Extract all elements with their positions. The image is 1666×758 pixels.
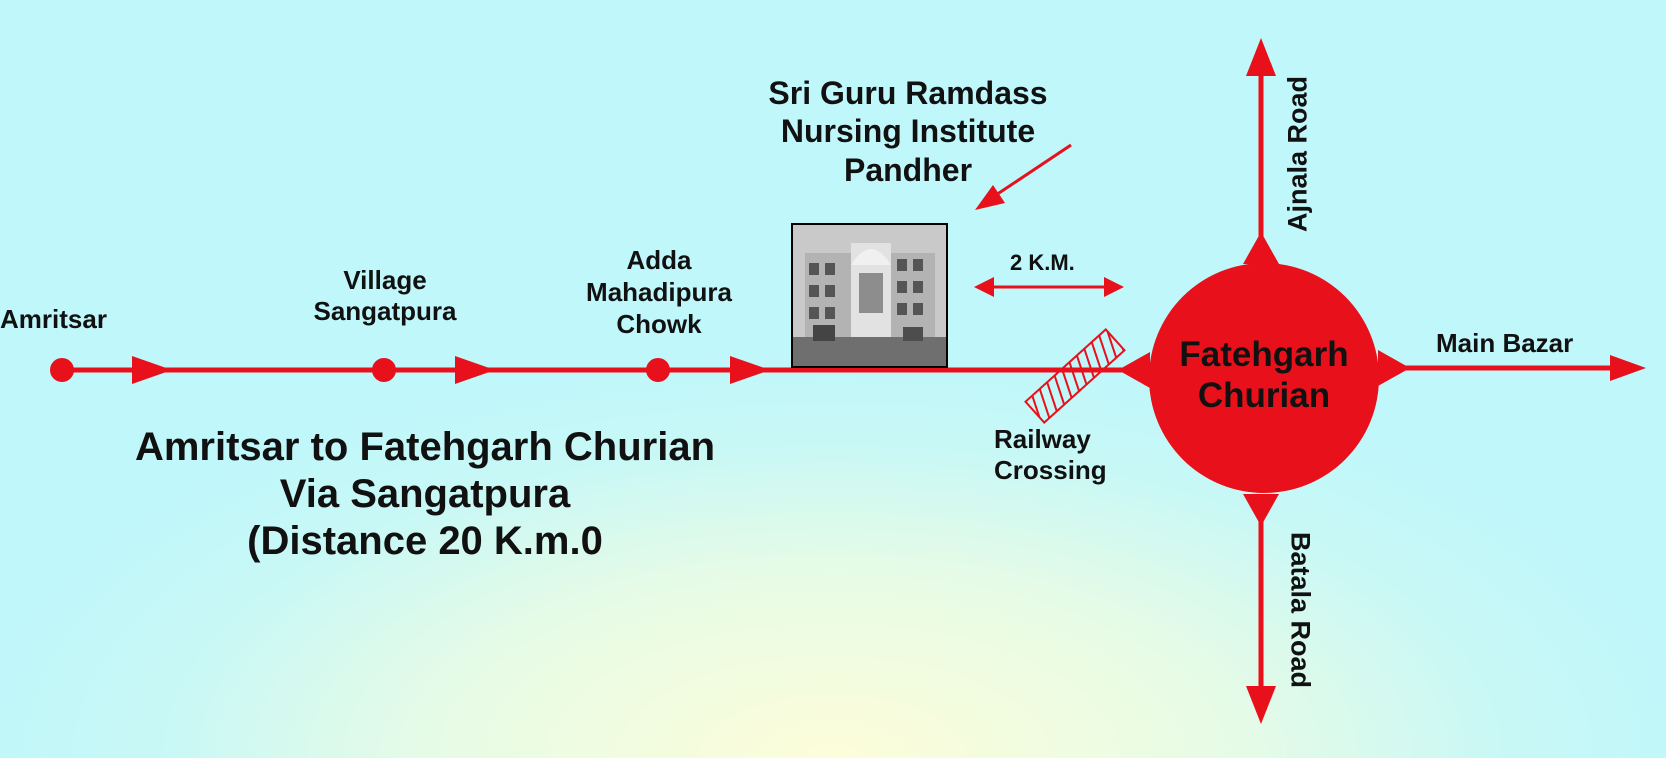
direction-arrow-icon [730,356,770,384]
mahadipura-label-line: Chowk [616,308,702,339]
distance-marker-label: 2 K.M. [1010,250,1075,275]
east-arrow-icon [1610,355,1646,381]
mahadipura-stop-dot [646,358,670,382]
left-arrow-icon [974,277,994,297]
institute-name-line: Pandher [843,151,973,188]
direction-arrow-icon [132,356,172,384]
right-arrow-icon [1104,277,1124,297]
mahadipura-label-line: Mahadipura [586,276,732,307]
roundabout-circle [1149,263,1379,493]
institute-building-photo [791,223,948,368]
route-description-line: Via Sangatpura [279,471,571,516]
fatehgarh-churian-label: Fatehgarh Churian [1144,334,1384,417]
mahadipura-label-line: Adda [626,245,692,275]
batala-road-label: Batala Road [1285,531,1316,689]
north-arrow-icon [1246,38,1276,76]
mahadipura-label: Adda Mahadipura Chowk [561,245,757,341]
institute-name: Sri Guru Ramdass Nursing Institute Pandh… [742,74,1074,189]
route-description: Amritsar to Fatehgarh Churian Via Sangat… [100,424,750,564]
railway-crossing-label: Railway Crossing [994,424,1107,486]
railway-crossing-icon [1024,328,1126,424]
institute-pointer-line [992,143,1072,199]
amritsar-label: Amritsar [0,304,107,334]
institute-name-line: Sri Guru Ramdass [768,75,1048,111]
route-description-line: (Distance 20 K.m.0 [247,518,603,563]
south-arrow-icon [1246,686,1276,724]
ajnala-road-label: Ajnala Road [1282,75,1313,233]
institute-name-line: Nursing Institute [780,113,1036,150]
amritsar-stop-dot [50,358,74,382]
institute-pointer-arrow-icon [975,185,1005,210]
railway-crossing-label-line: Railway [994,424,1091,454]
railway-crossing-label-line: Crossing [994,455,1107,486]
fatehgarh-churian-label-line: Churian [1197,376,1331,416]
west-road-triangle [1118,352,1150,388]
sangatpura-label: Village Sangatpura [290,265,480,327]
direction-arrow-icon [455,356,495,384]
sangatpura-label-line: Village [343,265,427,295]
route-description-line: Amritsar to Fatehgarh Churian [134,425,716,469]
sangatpura-stop-dot [372,358,396,382]
main-bazar-label: Main Bazar [1436,328,1574,358]
fatehgarh-churian-label-line: Fatehgarh [1179,335,1349,374]
sangatpura-label-line: Sangatpura [313,296,457,327]
